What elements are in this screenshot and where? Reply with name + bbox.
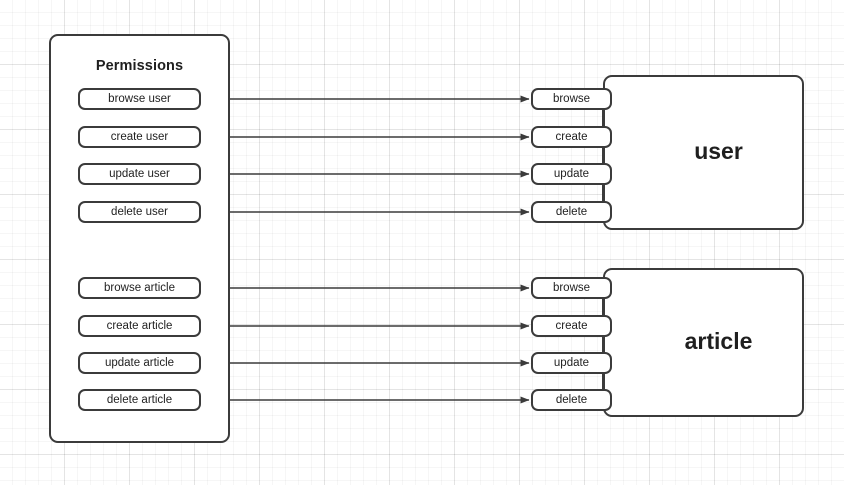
permission-item[interactable]: delete article xyxy=(78,389,201,411)
permissions-group-title: Permissions xyxy=(95,58,184,74)
entity-box-article[interactable] xyxy=(603,268,804,417)
entity-action-article-delete[interactable]: delete xyxy=(531,389,612,411)
entity-action-user-delete[interactable]: delete xyxy=(531,201,612,223)
entity-action-article-browse[interactable]: browse xyxy=(531,277,612,299)
entity-action-user-create[interactable]: create xyxy=(531,126,612,148)
permission-item[interactable]: delete user xyxy=(78,201,201,223)
entity-action-article-update[interactable]: update xyxy=(531,352,612,374)
connector-lines xyxy=(201,95,530,404)
entity-box-user[interactable] xyxy=(603,75,804,230)
permission-item[interactable]: create user xyxy=(78,126,201,148)
permission-item[interactable]: update article xyxy=(78,352,201,374)
entity-title-article: article xyxy=(684,327,753,354)
entity-action-article-create[interactable]: create xyxy=(531,315,612,337)
entity-title-user: user xyxy=(694,137,743,164)
permission-item[interactable]: update user xyxy=(78,163,201,185)
entity-action-user-update[interactable]: update xyxy=(531,163,612,185)
permission-item[interactable]: create article xyxy=(78,315,201,337)
entity-action-user-browse[interactable]: browse xyxy=(531,88,612,110)
permission-item[interactable]: browse user xyxy=(78,88,201,110)
permission-item[interactable]: browse article xyxy=(78,277,201,299)
